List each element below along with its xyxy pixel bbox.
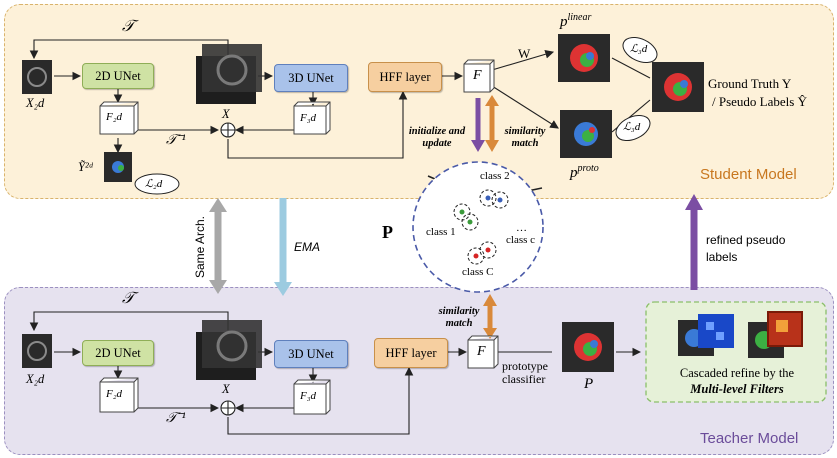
teacher-model-title: Teacher Model (700, 430, 799, 447)
student-f2d-label: F₂d (106, 111, 123, 123)
student-w-label: W (518, 46, 531, 61)
same-arch-label: Same Arch. (193, 215, 207, 279)
teacher-f-label: F (477, 344, 486, 359)
student-gt-line1: Ground Truth Y (708, 76, 792, 91)
teacher-f2d-label: F₂d (106, 388, 123, 400)
teacher-similarity-match-label: similarity match (438, 306, 480, 329)
prototype-p-label: P (382, 222, 393, 242)
student-tau-label: 𝒯 (122, 18, 135, 35)
student-l2d-label: ℒ₂d (145, 178, 163, 190)
student-model-title: Student Model (700, 166, 797, 183)
student-tau-loop (29, 39, 229, 60)
teacher-x-label: X (222, 382, 230, 396)
class-C-label: class C (462, 266, 494, 278)
student-p-linear-label: plinear (560, 12, 591, 31)
teacher-f3d-label: F₃d (300, 390, 317, 402)
student-f3d-label: F₃d (300, 112, 317, 124)
student-2d-unet-block: 2D UNet (82, 63, 154, 89)
cascade-line1: Cascaded refine by the (679, 366, 795, 380)
student-gt-line2: / Pseudo Labels Ŷ (712, 94, 807, 109)
refined-pseudo-labels: refined pseudo labels (706, 233, 786, 264)
teacher-2d-unet-block: 2D UNet (82, 340, 154, 366)
class-2-label: class 2 (480, 170, 510, 182)
student-p-proto-sup: proto (577, 163, 599, 174)
prototype-classifier-label: prototype classifier (502, 359, 548, 386)
student-3d-unet-block: 3D UNet (274, 64, 348, 92)
student-p-proto-base: p (570, 165, 578, 181)
student-f-label: F (473, 68, 482, 83)
class-c-label: class c (506, 234, 536, 246)
student-x2d-label: X₂d (26, 96, 45, 110)
student-p-linear-base: p (560, 14, 568, 30)
student-l3d-bottom-label: ℒ₃d (623, 121, 641, 133)
teacher-tau-label: 𝒯 (122, 290, 135, 307)
student-p-linear-sup: linear (567, 12, 592, 23)
student-hff-layer-block: HFF layer (368, 62, 442, 92)
student-p-proto-label: pproto (570, 163, 599, 182)
class-dots-label: … (516, 222, 527, 234)
student-y2d-label: Ỹ²ᵈ (78, 160, 93, 174)
teacher-hff-layer-block: HFF layer (374, 338, 448, 368)
teacher-3d-unet-block: 3D UNet (274, 340, 348, 368)
ema-label: EMA (294, 240, 321, 254)
teacher-p-label: P (584, 376, 594, 392)
student-init-update-label: initialize and update (408, 126, 466, 149)
student-l3d-top-label: ℒ₃d (630, 43, 648, 55)
mri-thumbnails (22, 34, 803, 380)
teacher-tau-inverse-label: 𝒯⁻¹ (166, 411, 186, 426)
teacher-x2d-label: X₂d (26, 372, 45, 386)
student-similarity-match-label: similarity match (504, 126, 546, 149)
cascade-line2: Multi-level Filters (690, 382, 784, 396)
student-tau-inverse-label: 𝒯⁻¹ (166, 133, 186, 148)
prototype-space-circle (412, 161, 544, 293)
class-1-label: class 1 (426, 226, 456, 238)
student-x-label: X (222, 107, 230, 121)
